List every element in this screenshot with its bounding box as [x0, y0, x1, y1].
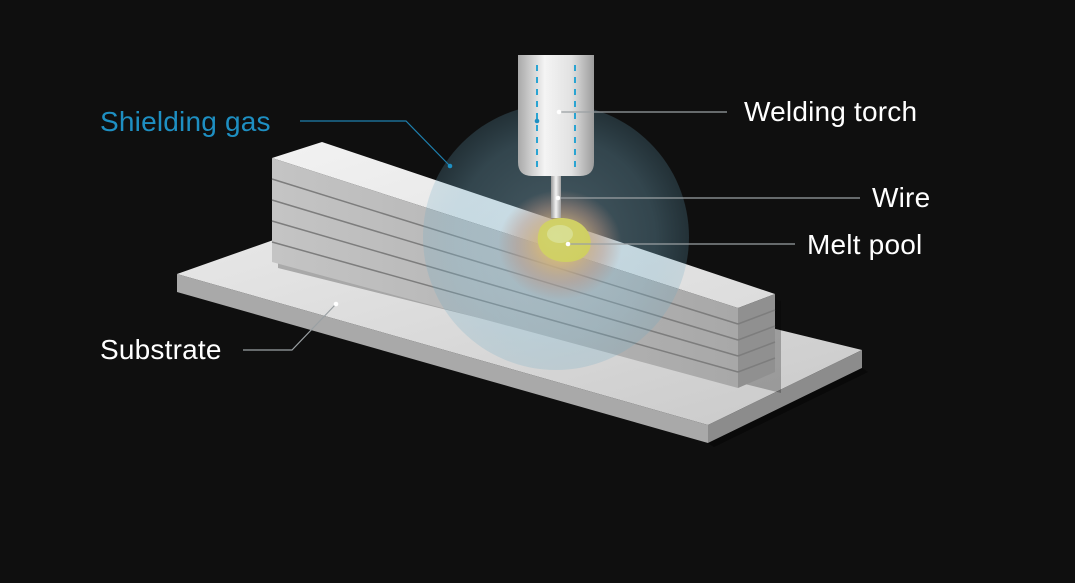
substrate-leader: [243, 303, 337, 351]
melt-pool-label: Melt pool: [807, 229, 923, 260]
welding-torch-label: Welding torch: [744, 96, 918, 127]
shielding-gas-leader: [300, 120, 451, 167]
shielding-gas-cloud: [423, 104, 689, 370]
wire-label: Wire: [872, 182, 931, 213]
leader-dots: [333, 109, 571, 307]
welding-torch: [518, 55, 594, 176]
leader-lines: [243, 111, 860, 351]
shielding-gas-label: Shielding gas: [100, 106, 271, 137]
substrate-label: Substrate: [100, 334, 222, 365]
